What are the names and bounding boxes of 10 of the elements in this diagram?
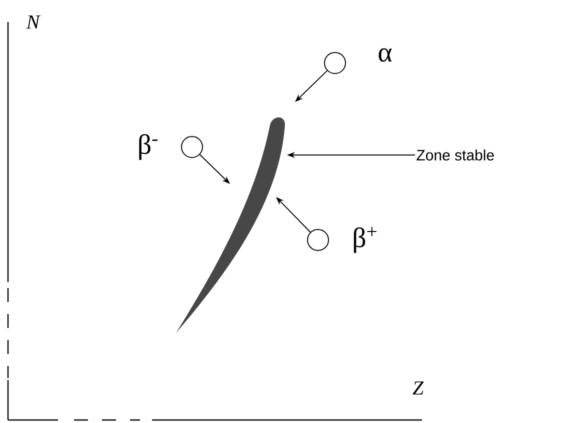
axis-label: Z: [412, 381, 424, 395]
particle-circle: [181, 136, 203, 158]
particle-symbol: β$^{-}$: [139, 134, 158, 160]
stability-band: [176, 117, 285, 333]
particle-circle: [307, 229, 329, 251]
particle-symbol: β$^{+}$: [354, 226, 376, 254]
particle-circle: [324, 52, 346, 74]
particle-symbol: α: [378, 48, 392, 62]
text-label: Zone stable: [416, 149, 494, 160]
axis-label: N: [26, 15, 41, 29]
